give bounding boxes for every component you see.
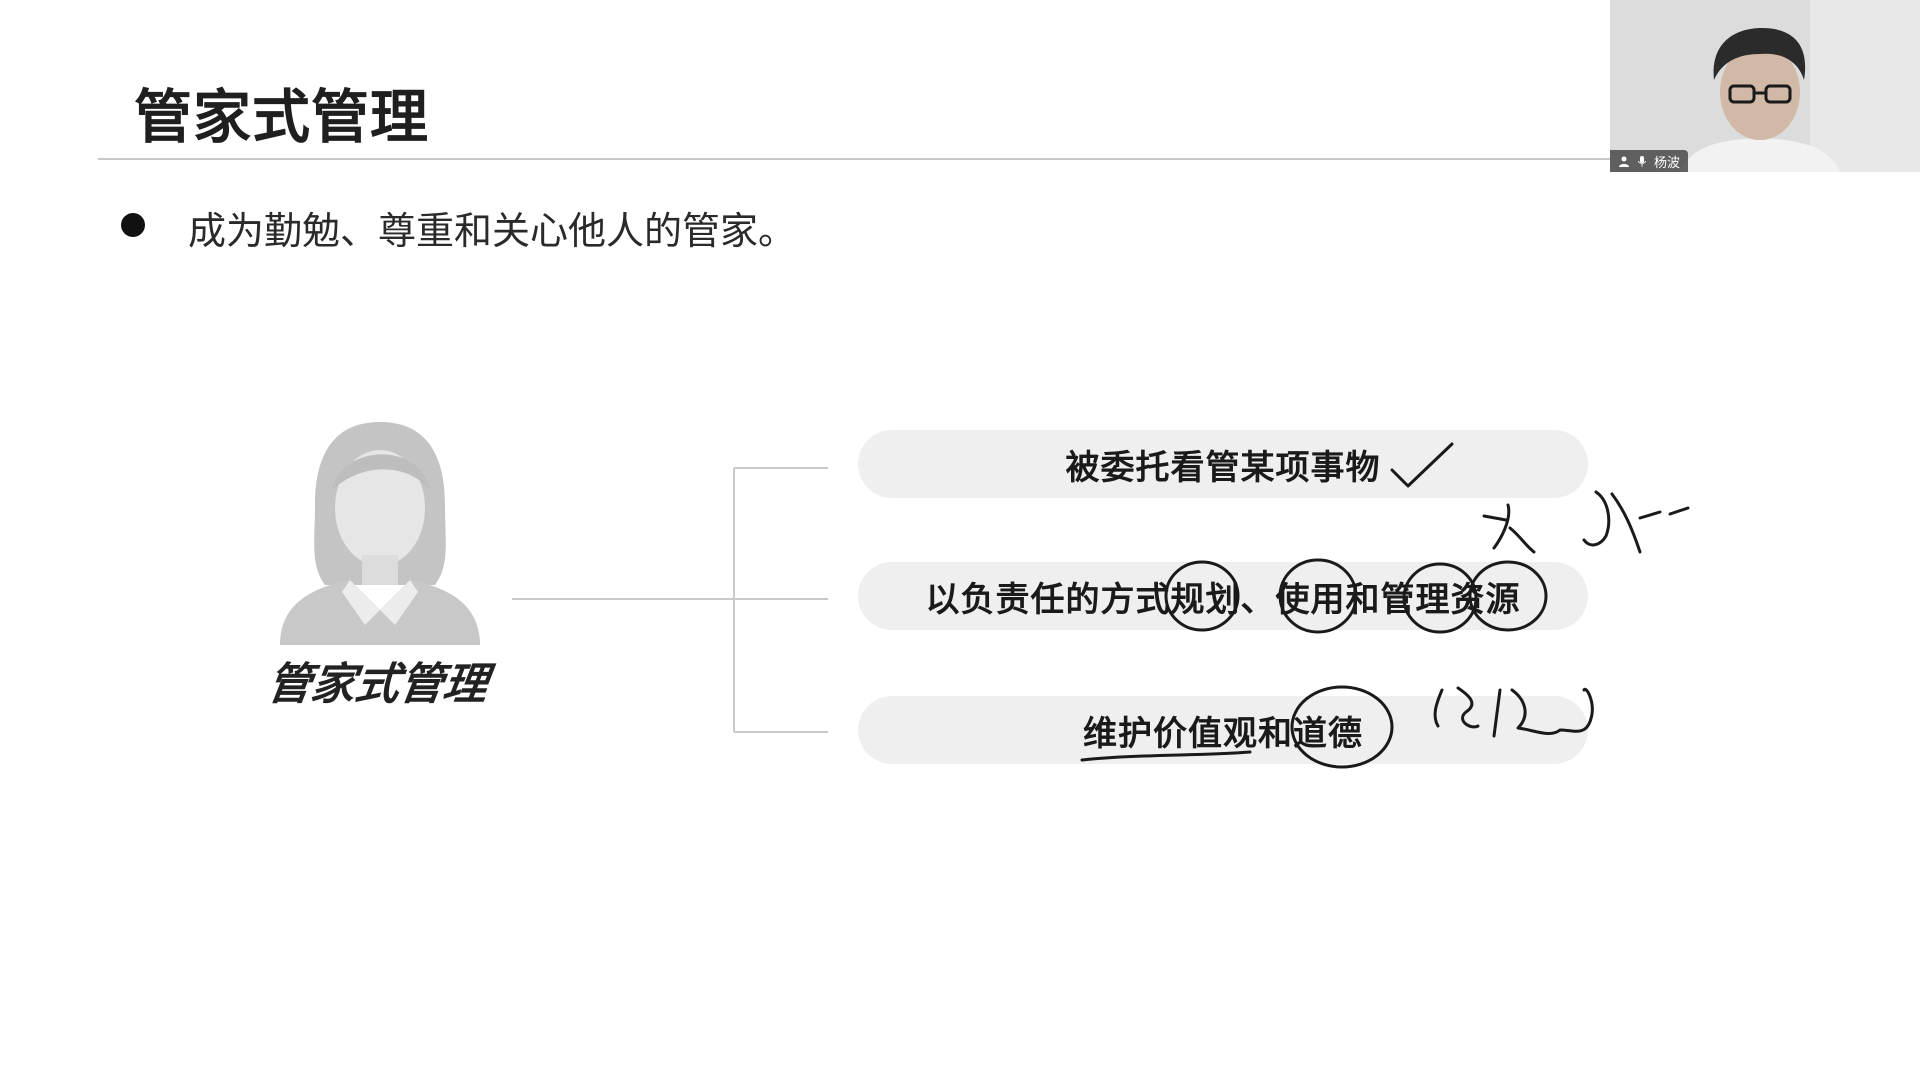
bullet-icon	[121, 213, 145, 237]
list-item-label: 以负责任的方式规划、使用和管理资源	[925, 579, 1521, 620]
microphone-icon	[1638, 156, 1646, 167]
avatar-caption: 管家式管理	[263, 659, 491, 710]
list-item-label: 维护价值观和道德	[1083, 713, 1363, 754]
participant-name-bar: 杨波	[1610, 150, 1689, 172]
participant-video-feed	[1610, 0, 1920, 172]
list-item-label: 被委托看管某项事物	[1065, 447, 1381, 488]
list-item: 维护价值观和道德	[858, 696, 1588, 764]
slide-title: 管家式管理	[134, 83, 430, 151]
participant-name: 杨波	[1654, 155, 1681, 171]
participant-video-tile[interactable]: 杨波	[1610, 0, 1920, 172]
title-divider	[98, 158, 1610, 160]
list-item: 被委托看管某项事物	[858, 430, 1588, 498]
user-icon	[1619, 156, 1629, 167]
bullet-text: 成为勤勉、尊重和关心他人的管家。	[188, 209, 797, 253]
female-user-icon	[280, 422, 480, 645]
list-item: 以负责任的方式规划、使用和管理资源	[858, 562, 1588, 630]
